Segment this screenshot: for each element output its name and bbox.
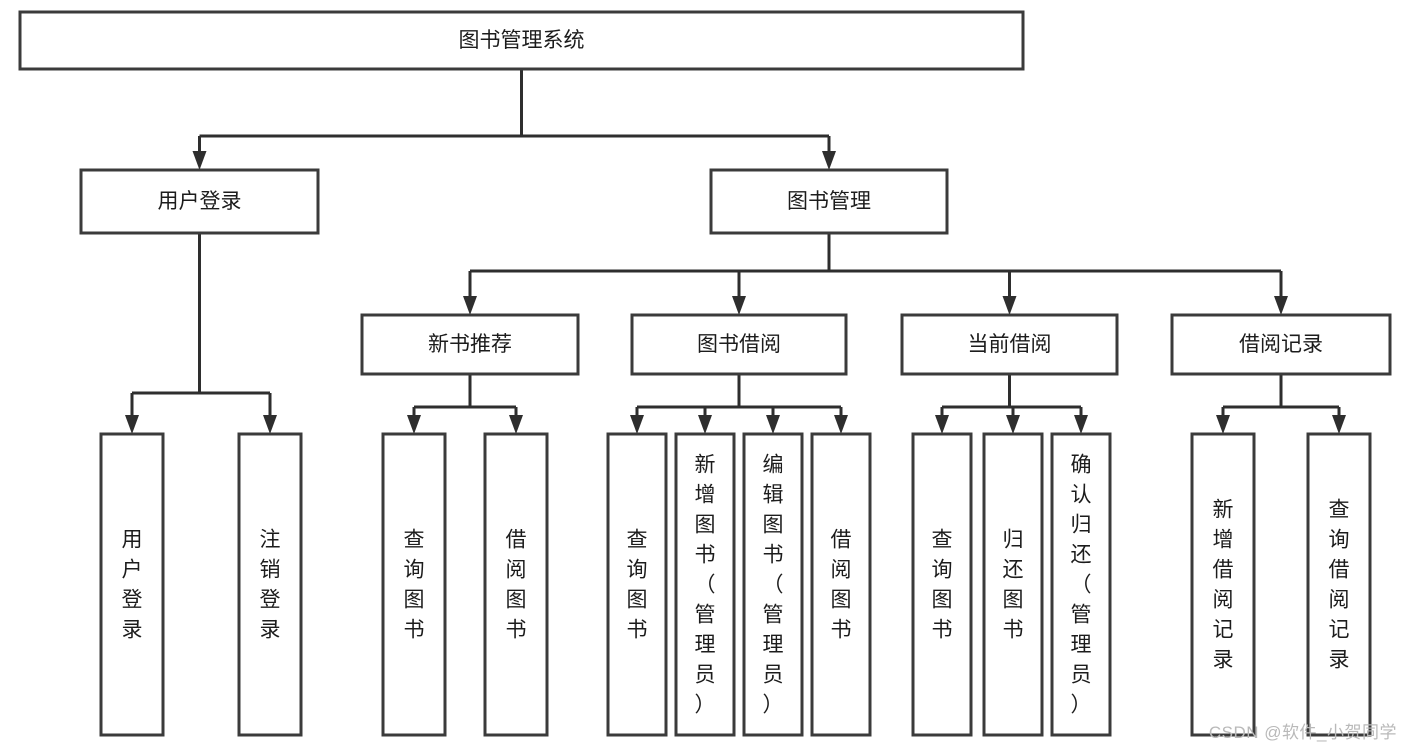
node-label-归还图书: 归还图书: [1003, 529, 1024, 642]
edge-新书推荐-to-查询图书-head: [407, 415, 421, 434]
node-当前借阅[interactable]: 当前借阅: [900, 313, 1119, 376]
node-借阅记录[interactable]: 借阅记录: [1170, 313, 1392, 376]
node-box-查询图书[interactable]: [606, 432, 668, 737]
node-新增图书管理员[interactable]: 新增图书（管理员）: [674, 432, 736, 737]
node-box-用户登录[interactable]: [79, 168, 320, 235]
node-查询图书[interactable]: 查询图书: [606, 432, 668, 737]
node-label-确认归还管理员: 确认归还（管理员）: [1071, 454, 1092, 717]
node-注销登录[interactable]: 注销登录: [237, 432, 303, 737]
node-box-新增借阅记录[interactable]: [1190, 432, 1256, 737]
node-图书管理系统[interactable]: 图书管理系统: [18, 10, 1025, 71]
edge-当前借阅-to-查询图书-head: [935, 415, 949, 434]
node-图书借阅[interactable]: 图书借阅: [630, 313, 848, 376]
edge-图书借阅-to-编辑图书管理员-head: [766, 415, 780, 434]
node-label-图书管理: 图书管理: [787, 190, 871, 213]
edge-图书借阅-to-借阅图书-head: [834, 415, 848, 434]
watermark-label: CSDN @软件_小贺同学: [1208, 723, 1397, 742]
node-编辑图书管理员[interactable]: 编辑图书（管理员）: [742, 432, 804, 737]
node-label-编辑图书管理员: 编辑图书（管理员）: [763, 454, 784, 717]
node-box-当前借阅[interactable]: [900, 313, 1119, 376]
node-label-借阅图书: 借阅图书: [506, 529, 527, 642]
node-查询图书[interactable]: 查询图书: [911, 432, 973, 737]
node-查询借阅记录[interactable]: 查询借阅记录: [1306, 432, 1372, 737]
node-图书管理[interactable]: 图书管理: [709, 168, 949, 235]
node-label-新增借阅记录: 新增借阅记录: [1213, 499, 1234, 672]
node-借阅图书[interactable]: 借阅图书: [483, 432, 549, 737]
node-box-查询借阅记录[interactable]: [1306, 432, 1372, 737]
node-box-新增图书管理员[interactable]: [674, 432, 736, 737]
node-box-借阅图书[interactable]: [483, 432, 549, 737]
node-label-新增图书管理员: 新增图书（管理员）: [695, 454, 716, 717]
node-box-用户登录[interactable]: [99, 432, 165, 737]
node-新书推荐[interactable]: 新书推荐: [360, 313, 580, 376]
edge-借阅记录-to-新增借阅记录-head: [1216, 415, 1230, 434]
node-label-查询借阅记录: 查询借阅记录: [1329, 499, 1350, 672]
edge-root-to-用户登录-head: [192, 151, 207, 170]
edge-用户登录-to-用户登录-head: [125, 415, 139, 434]
node-box-图书管理[interactable]: [709, 168, 949, 235]
node-label-借阅记录: 借阅记录: [1239, 333, 1323, 356]
node-归还图书[interactable]: 归还图书: [982, 432, 1044, 737]
edge-books-to-新书推荐-head: [463, 296, 477, 315]
node-box-查询图书[interactable]: [911, 432, 973, 737]
node-box-确认归还管理员[interactable]: [1050, 432, 1112, 737]
node-label-查询图书: 查询图书: [404, 529, 425, 642]
node-label-查询图书: 查询图书: [932, 529, 953, 642]
connector-layer: [125, 69, 1346, 434]
edge-books-to-图书借阅-head: [732, 296, 746, 315]
node-用户登录[interactable]: 用户登录: [99, 432, 165, 737]
node-新增借阅记录[interactable]: 新增借阅记录: [1190, 432, 1256, 737]
node-layer: 图书管理系统用户登录图书管理新书推荐图书借阅当前借阅借阅记录用户登录注销登录查询…: [18, 10, 1392, 737]
node-用户登录[interactable]: 用户登录: [79, 168, 320, 235]
node-label-借阅图书: 借阅图书: [831, 529, 852, 642]
node-box-新书推荐[interactable]: [360, 313, 580, 376]
edge-用户登录-to-注销登录-head: [263, 415, 277, 434]
edge-root-to-图书管理-head: [822, 151, 836, 170]
edge-图书借阅-to-查询图书-head: [630, 415, 644, 434]
node-label-用户登录: 用户登录: [158, 190, 242, 213]
node-box-查询图书[interactable]: [381, 432, 447, 737]
node-label-注销登录: 注销登录: [260, 529, 281, 642]
edge-当前借阅-to-归还图书-head: [1006, 415, 1020, 434]
node-label-当前借阅: 当前借阅: [968, 333, 1052, 356]
node-label-图书管理系统: 图书管理系统: [459, 29, 585, 52]
edge-新书推荐-to-借阅图书-head: [509, 415, 523, 434]
node-确认归还管理员[interactable]: 确认归还（管理员）: [1050, 432, 1112, 737]
node-box-借阅记录[interactable]: [1170, 313, 1392, 376]
node-label-查询图书: 查询图书: [627, 529, 648, 642]
edge-books-to-当前借阅-head: [1002, 296, 1017, 315]
node-box-图书管理系统[interactable]: [18, 10, 1025, 71]
node-box-编辑图书管理员[interactable]: [742, 432, 804, 737]
node-box-归还图书[interactable]: [982, 432, 1044, 737]
node-借阅图书[interactable]: 借阅图书: [810, 432, 872, 737]
node-box-注销登录[interactable]: [237, 432, 303, 737]
edge-图书借阅-to-新增图书管理员-head: [698, 415, 712, 434]
node-label-图书借阅: 图书借阅: [697, 333, 781, 356]
node-label-新书推荐: 新书推荐: [428, 333, 512, 356]
node-查询图书[interactable]: 查询图书: [381, 432, 447, 737]
edge-books-to-借阅记录-head: [1274, 296, 1288, 315]
edge-借阅记录-to-查询借阅记录-head: [1332, 415, 1346, 434]
node-box-借阅图书[interactable]: [810, 432, 872, 737]
node-box-图书借阅[interactable]: [630, 313, 848, 376]
node-label-用户登录: 用户登录: [122, 529, 143, 642]
edge-当前借阅-to-确认归还管理员-head: [1074, 415, 1088, 434]
